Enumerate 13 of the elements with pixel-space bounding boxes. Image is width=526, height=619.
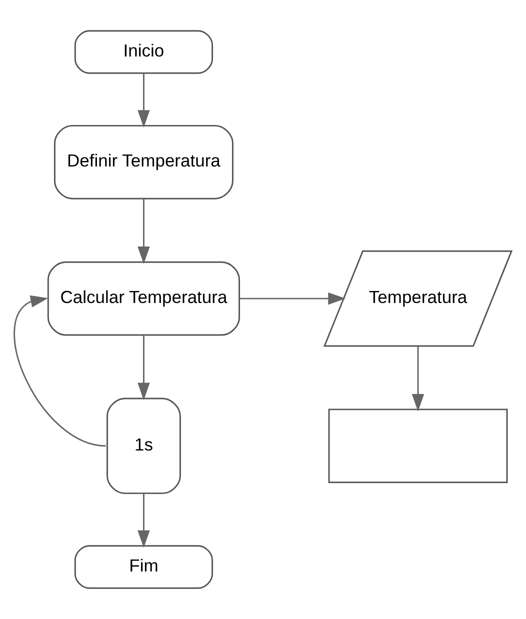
node-box: Definir Temperatura	[54, 124, 234, 200]
arrow	[14, 295, 106, 447]
node-box	[328, 408, 508, 484]
node-box: Inicio	[74, 30, 214, 74]
node-box: Calcular Temperatura	[47, 261, 240, 336]
arrow	[240, 292, 346, 305]
arrow	[412, 346, 424, 412]
arrow	[138, 198, 150, 264]
arrow	[138, 335, 150, 400]
arrow	[138, 493, 150, 548]
arrow	[138, 74, 150, 128]
node-box: 1s	[106, 398, 181, 494]
node-box: Fim	[74, 545, 214, 589]
